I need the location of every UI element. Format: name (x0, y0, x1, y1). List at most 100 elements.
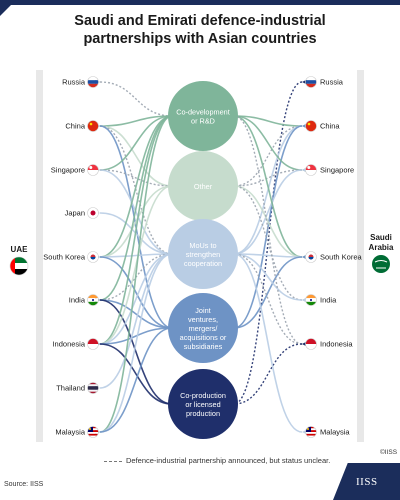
title-line-1: Saudi and Emirati defence-industrial (74, 13, 326, 29)
link-saudi-singapore-to-mous-to-strengthen-cooperation (233, 169, 303, 255)
singapore-flag-icon (87, 164, 99, 176)
country-label: Indonesia (52, 340, 85, 349)
china-flag-icon (305, 120, 317, 132)
left-grey-bar (36, 70, 43, 442)
link-uae-india-to-co-production-or-licensed-production (99, 299, 173, 405)
uae-country-china: China (65, 120, 99, 132)
category-node-other: Other (168, 151, 238, 221)
saudi-label-line-1: Saudi (370, 233, 392, 242)
uae-country-south-korea: South Korea (43, 251, 99, 263)
india-flag-icon (305, 294, 317, 306)
link-saudi-india-to-other (233, 185, 303, 301)
link-uae-india-to-joint-ventures-mergers-acquisitions-or-subsidiaries (99, 299, 173, 329)
link-saudi-south-korea-to-co-development-or-r-d (233, 115, 303, 258)
copyright-credit: ©IISS (380, 449, 398, 456)
country-label: Singapore (51, 166, 85, 175)
country-label: Malaysia (320, 428, 350, 437)
link-uae-indonesia-to-co-production-or-licensed-production (99, 343, 173, 405)
link-uae-china-to-mous-to-strengthen-cooperation (99, 125, 173, 255)
saudi-country-malaysia: Malaysia (305, 426, 350, 438)
category-label-line: production (186, 409, 220, 418)
category-label-line: subsidiaries (184, 342, 223, 351)
country-label: Russia (320, 78, 344, 87)
uae-country-indonesia: Indonesia (52, 338, 99, 350)
page-title: Saudi and Emirati defence-industrial par… (0, 12, 400, 48)
category-circle (168, 293, 238, 363)
category-label-line: Other (194, 182, 213, 191)
saudi-country-india: India (305, 294, 337, 306)
link-saudi-china-to-co-development-or-r-d (233, 115, 303, 127)
link-uae-malaysia-to-mous-to-strengthen-cooperation (99, 253, 173, 433)
thailand-flag-icon (87, 382, 99, 394)
malaysia-flag-icon (87, 426, 99, 438)
link-uae-china-to-other (99, 125, 173, 187)
link-uae-malaysia-to-co-development-or-r-d (99, 115, 173, 433)
link-saudi-singapore-to-other (233, 169, 303, 187)
link-uae-malaysia-to-joint-ventures-mergers-acquisitions-or-subsidiaries (99, 327, 173, 433)
country-label: Thailand (56, 384, 85, 393)
uae-country-malaysia: Malaysia (55, 426, 99, 438)
country-label: India (320, 296, 337, 305)
uae-label: UAE (11, 245, 29, 254)
link-saudi-india-to-mous-to-strengthen-cooperation (233, 253, 303, 301)
country-label: Japan (65, 209, 85, 218)
country-label: South Korea (320, 253, 363, 262)
category-circle (168, 219, 238, 289)
legend: Defence-industrial partnership announced… (104, 456, 330, 465)
link-saudi-indonesia-to-co-production-or-licensed-production (233, 343, 303, 405)
category-label-line: acquisitions or (180, 333, 227, 342)
link-uae-south-korea-to-co-development-or-r-d (99, 115, 173, 258)
uae-country-japan: Japan (65, 207, 99, 219)
category-label-line: Co-development (176, 108, 230, 117)
link-uae-russia-to-co-development-or-r-d (99, 81, 173, 117)
link-saudi-china-to-mous-to-strengthen-cooperation (233, 125, 303, 255)
link-uae-indonesia-to-joint-ventures-mergers-acquisitions-or-subsidiaries (99, 327, 173, 345)
japan-flag-icon (87, 207, 99, 219)
iiss-logo: IISS (356, 476, 378, 488)
category-label-line: MoUs to (189, 241, 216, 250)
saudi-flag-script (374, 260, 388, 263)
uae-country-india: India (69, 294, 99, 306)
link-uae-indonesia-to-co-development-or-r-d (99, 115, 173, 345)
link-uae-south-korea-to-joint-ventures-mergers-acquisitions-or-subsidiaries (99, 256, 173, 329)
category-label-line: strengthen (186, 250, 220, 259)
category-label-line: or R&D (191, 117, 215, 126)
uae-flag-icon (10, 257, 28, 275)
malaysia-flag-icon (305, 426, 317, 438)
saudi-country-china: China (305, 120, 340, 132)
link-saudi-malaysia-to-mous-to-strengthen-cooperation (233, 253, 303, 433)
link-saudi-south-korea-to-joint-ventures-mergers-acquisitions-or-subsidiaries (233, 256, 303, 329)
saudi-country-indonesia: Indonesia (305, 338, 353, 350)
south-korea-flag-icon (305, 251, 317, 263)
category-circle (168, 151, 238, 221)
link-saudi-russia-to-co-production-or-licensed-production (233, 81, 303, 405)
saudi-flag-icon (372, 255, 390, 273)
saudi-country-russia: Russia (305, 76, 344, 88)
category-label-line: mergers/ (189, 324, 219, 333)
singapore-flag-icon (305, 164, 317, 176)
uae-country-russia: Russia (62, 76, 99, 88)
dashed-line-legend-swatch (104, 460, 122, 462)
link-saudi-china-to-other (233, 125, 303, 187)
link-saudi-singapore-to-co-development-or-r-d (233, 115, 303, 171)
link-saudi-south-korea-to-mous-to-strengthen-cooperation (233, 253, 303, 258)
link-uae-thailand-to-mous-to-strengthen-cooperation (99, 253, 173, 389)
category-label-line: cooperation (184, 259, 222, 268)
link-uae-china-to-co-development-or-r-d (99, 115, 173, 127)
right-grey-bar (357, 70, 364, 442)
link-saudi-south-korea-to-other (233, 185, 303, 258)
india-flag-icon (87, 294, 99, 306)
source-note: Source: IISS (4, 481, 44, 488)
category-circle (168, 81, 238, 151)
category-label-line: or licensed (185, 400, 220, 409)
title-line-2: partnerships with Asian countries (83, 31, 317, 47)
country-label: Russia (62, 78, 86, 87)
uae-country-singapore: Singapore (51, 164, 99, 176)
link-uae-singapore-to-other (99, 169, 173, 187)
uae-actor: UAE (9, 245, 29, 276)
